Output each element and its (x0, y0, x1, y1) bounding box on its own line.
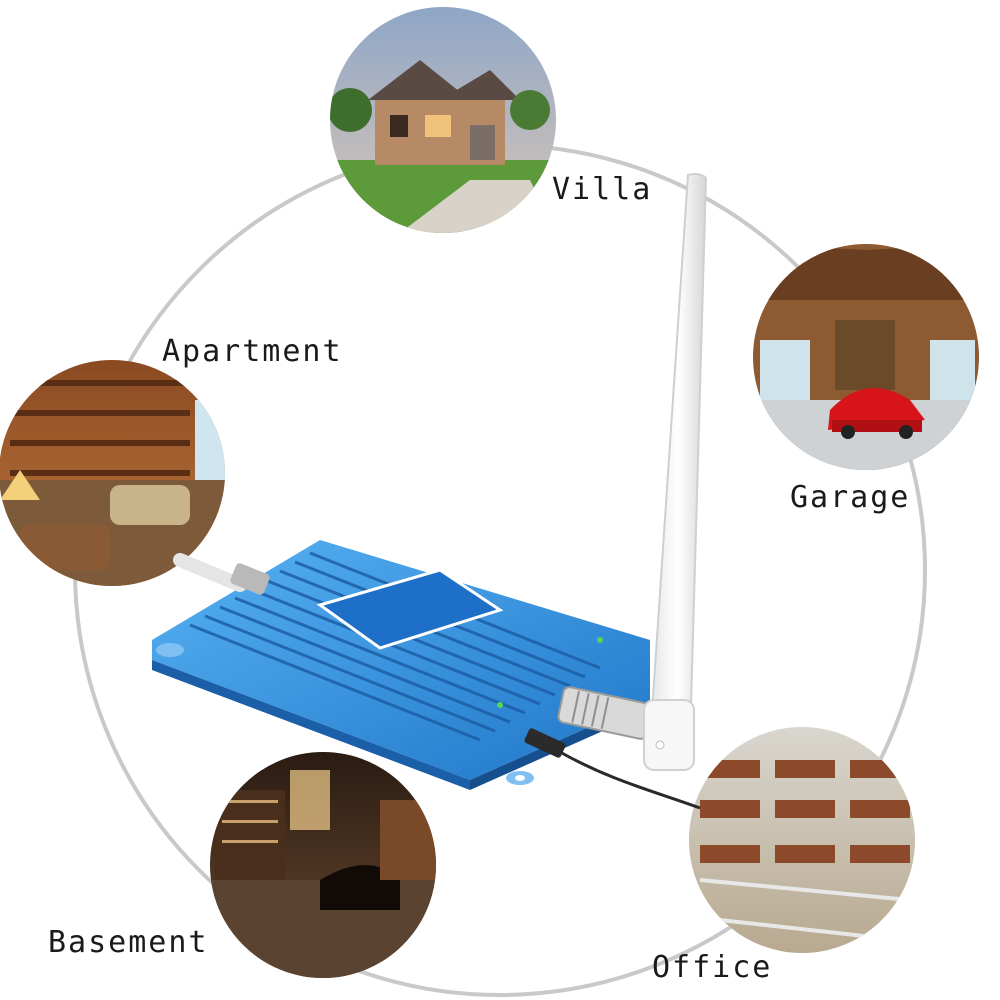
antenna (643, 173, 708, 771)
n-connector (557, 686, 653, 740)
location-label-garage: Garage (790, 480, 911, 515)
location-label-apartment: Apartment (162, 334, 343, 369)
left-cable (173, 553, 270, 595)
power-cable (524, 728, 701, 810)
garage-photo (753, 244, 979, 470)
basement-photo (210, 752, 436, 978)
apartment-photo (0, 360, 225, 586)
location-label-basement: Basement (48, 925, 209, 960)
location-label-villa: Villa (552, 172, 653, 207)
location-label-office: Office (652, 950, 773, 985)
office-photo (689, 727, 915, 953)
villa-photo (330, 7, 556, 233)
